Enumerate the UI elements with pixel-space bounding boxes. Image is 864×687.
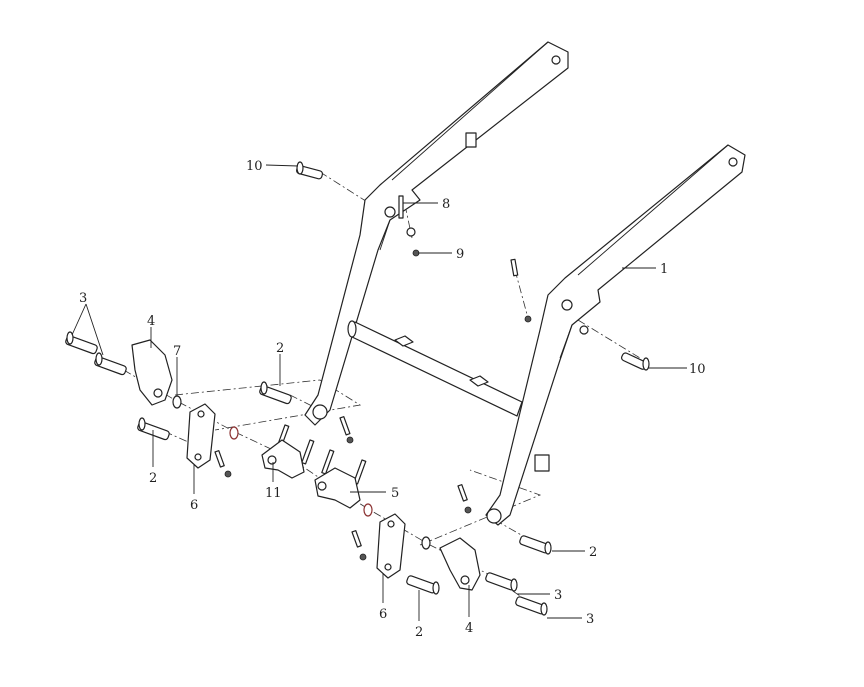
callout-10: 10 xyxy=(689,362,706,377)
washers xyxy=(172,395,431,550)
bracket-4-right xyxy=(439,537,481,591)
callout-2: 2 xyxy=(149,471,157,486)
leader-lines xyxy=(71,164,687,621)
pins-and-bolts xyxy=(65,161,650,616)
callout-3: 3 xyxy=(554,588,562,603)
brackets xyxy=(131,339,481,591)
pin-2-upper xyxy=(259,381,292,405)
callout-2: 2 xyxy=(589,545,597,560)
callout-11: 11 xyxy=(265,486,282,501)
right-loader-arm xyxy=(485,144,746,526)
callout-3: 3 xyxy=(79,291,87,306)
washer-7 xyxy=(172,395,182,409)
callout-4: 4 xyxy=(465,621,473,636)
pin-2-left xyxy=(137,417,170,441)
pin-3-b xyxy=(94,352,127,376)
pin-2-bottom xyxy=(406,575,440,595)
bolt-10-top xyxy=(296,161,324,180)
callout-labels: 10 8 9 1 10 3 4 7 2 2 6 11 5 2 3 3 6 2 4 xyxy=(79,159,706,640)
bracket-4-left xyxy=(131,339,173,406)
nut-small xyxy=(524,315,532,323)
callout-7: 7 xyxy=(173,344,181,359)
bracket-11 xyxy=(261,439,305,479)
pin-3-c xyxy=(485,572,518,592)
callout-2: 2 xyxy=(276,341,284,356)
bolt-10-right xyxy=(621,352,650,371)
callout-1: 1 xyxy=(660,262,668,277)
link-6-left xyxy=(186,403,216,469)
callout-4: 4 xyxy=(147,314,155,329)
callout-3: 3 xyxy=(586,612,594,627)
callout-9: 9 xyxy=(456,247,464,262)
callout-10: 10 xyxy=(246,159,263,174)
callout-5: 5 xyxy=(391,486,399,501)
callout-2: 2 xyxy=(415,625,423,640)
callout-8: 8 xyxy=(442,197,450,212)
pin-2-right xyxy=(519,535,552,555)
callout-6: 6 xyxy=(379,607,387,622)
bracket-5 xyxy=(314,467,361,509)
cross-tube xyxy=(347,320,523,417)
pin-3-a xyxy=(65,331,98,355)
bolt-small xyxy=(510,258,519,277)
pin-3-d xyxy=(515,596,548,616)
link-6-right xyxy=(376,513,406,579)
bolt-8 xyxy=(398,195,404,219)
callout-6: 6 xyxy=(190,498,198,513)
left-loader-arm xyxy=(304,41,569,426)
